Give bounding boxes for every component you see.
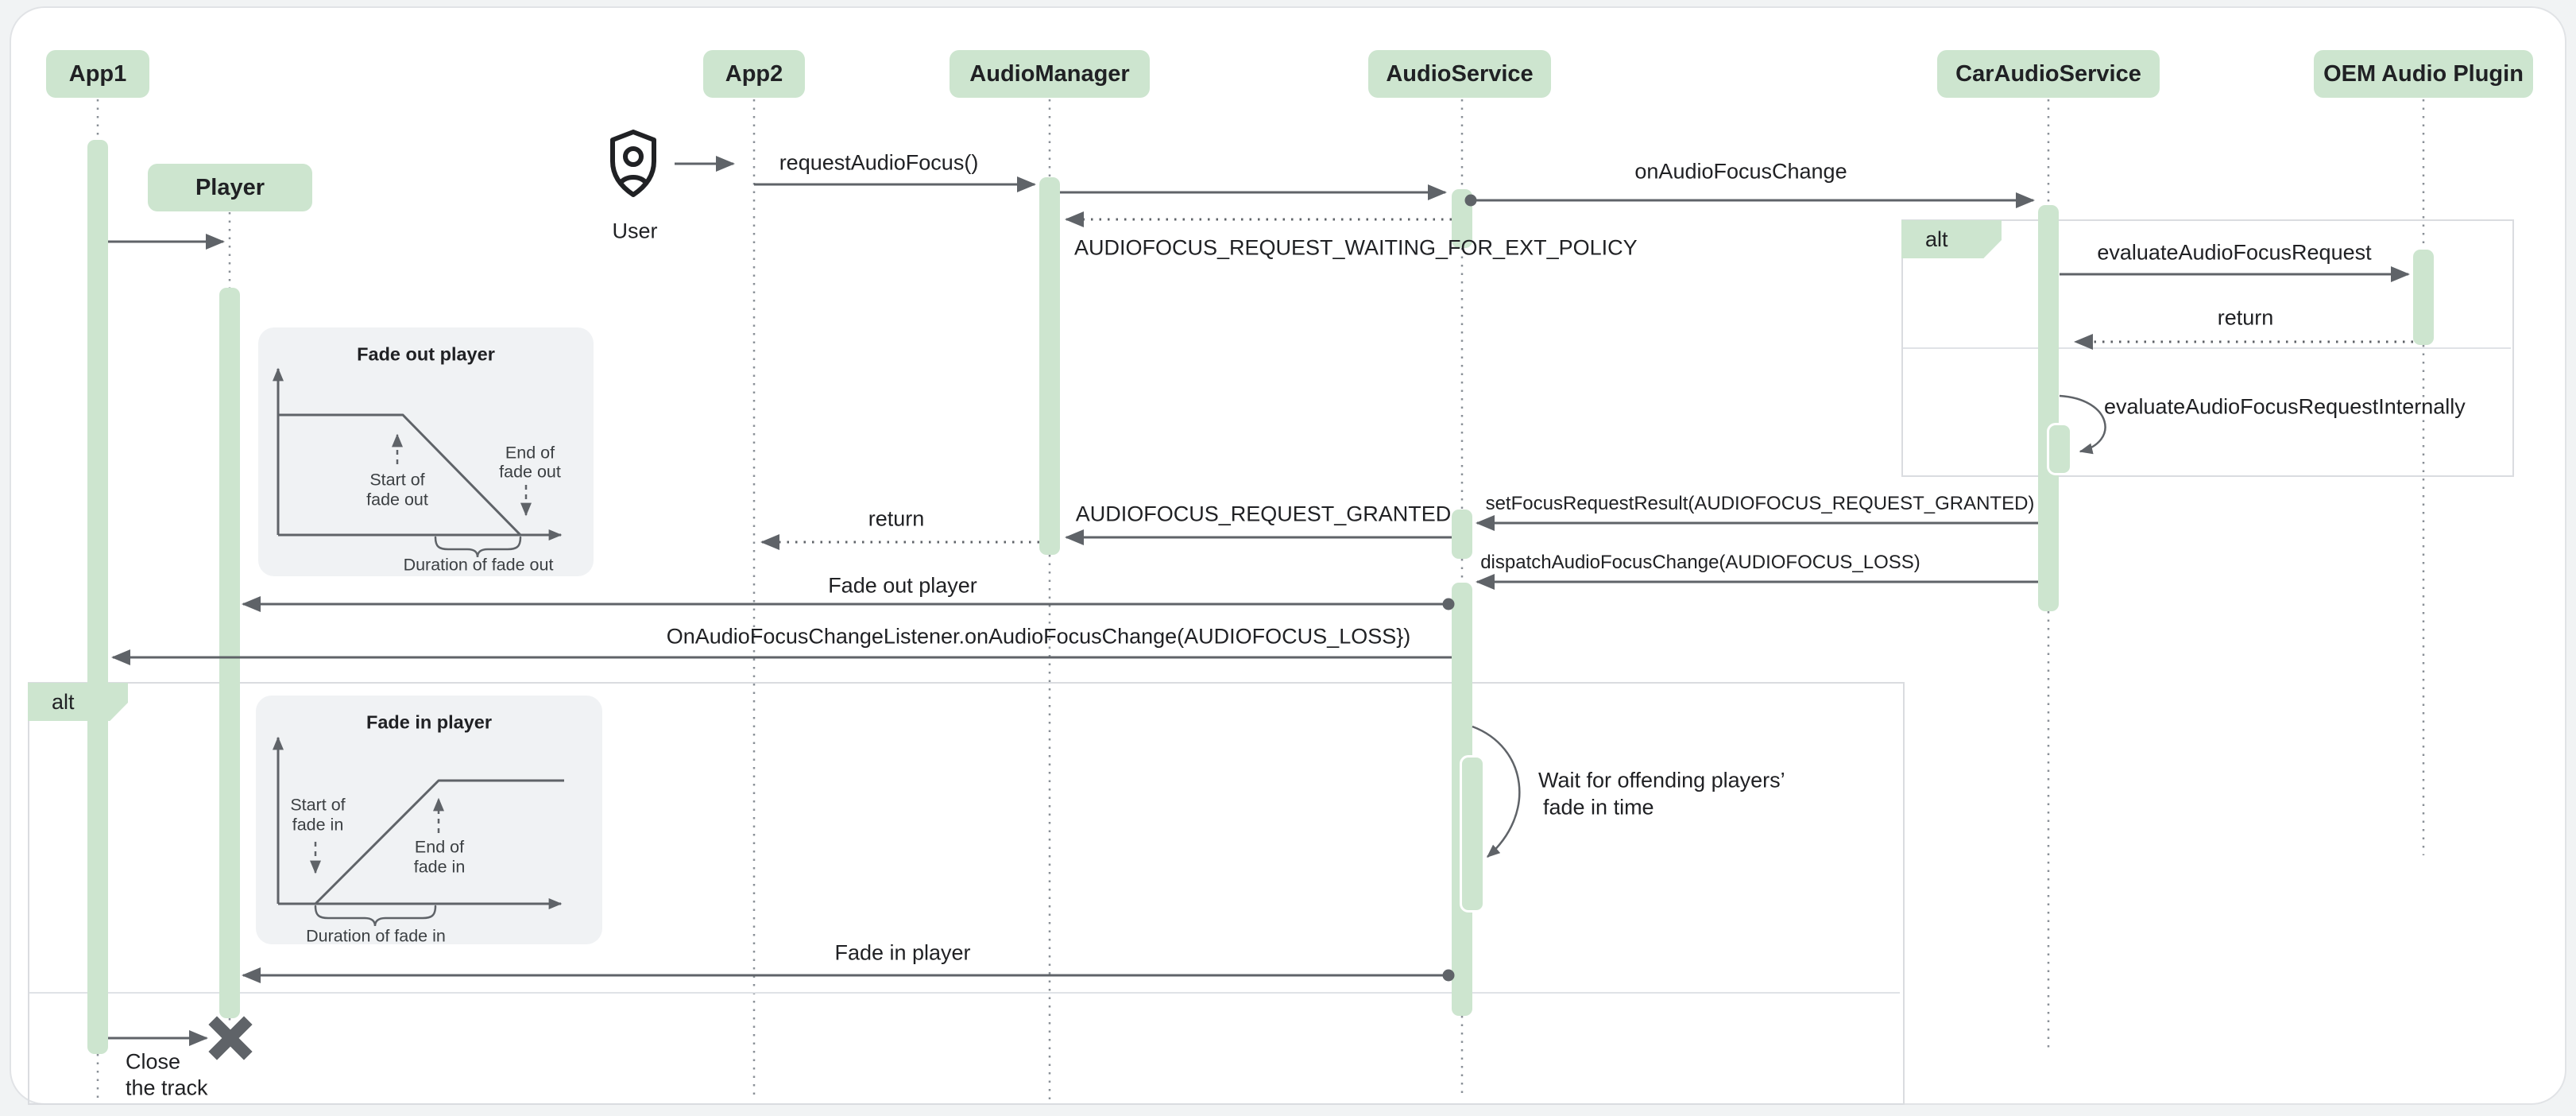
participant-audioservice: AudioService: [1368, 50, 1551, 98]
fade-in-title: Fade in player: [366, 711, 493, 733]
fade-out-duration-label: Duration of fade out: [403, 555, 554, 575]
note-wait-line2: fade in time: [1543, 795, 1654, 820]
message-label-on-audio-focus-change: onAudioFocusChange: [1634, 159, 1847, 184]
message-label-return-oem: return: [2217, 305, 2274, 330]
fade-out-title: Fade out player: [357, 343, 495, 365]
alt-fragment-bottom: [28, 682, 1905, 1105]
fade-out-end-line2: fade out: [499, 462, 561, 482]
note-wait-line1: Wait for offending players’: [1538, 768, 1785, 792]
message-label-fade-out-player: Fade out player: [828, 573, 977, 598]
alt-fragment-top-label: alt: [1901, 220, 2002, 258]
participant-label: OEM Audio Plugin: [2323, 60, 2524, 87]
user-label: User: [612, 219, 658, 243]
alt-fragment-top: [1901, 219, 2514, 477]
message-label-focus-change-listener: OnAudioFocusChangeListener.onAudioFocusC…: [666, 624, 1411, 649]
activation-caraudioservice-internal: [2047, 423, 2072, 475]
participant-label: AudioManager: [969, 60, 1130, 87]
activation-app1: [87, 140, 108, 1054]
participant-caraudioservice: CarAudioService: [1937, 50, 2160, 98]
activation-audiomanager: [1039, 177, 1060, 555]
activation-player: [219, 288, 240, 1018]
participant-label: Player: [195, 174, 265, 200]
fade-in-end-line1: End of: [414, 837, 465, 857]
activation-audioservice-wait: [1460, 755, 1485, 913]
alt-label: alt: [52, 689, 75, 714]
message-label-evaluate-internally: evaluateAudioFocusRequestInternally: [2104, 394, 2466, 419]
alt-fragment-bottom-divider: [29, 992, 1900, 994]
message-label-dispatch-change: dispatchAudioFocusChange(AUDIOFOCUS_LOSS…: [1480, 552, 1920, 573]
fade-in-start-line2: fade in: [292, 815, 344, 835]
message-label-request-granted: AUDIOFOCUS_REQUEST_GRANTED: [1075, 502, 1452, 526]
alt-label: alt: [1925, 227, 1948, 251]
fade-out-end-line1: End of: [505, 443, 555, 463]
fade-in-end-line2: fade in: [413, 857, 466, 877]
message-label-close-line1: Close: [126, 1049, 181, 1074]
participant-player: Player: [148, 164, 312, 211]
activation-caraudioservice: [2038, 205, 2059, 611]
participant-label: App2: [725, 60, 783, 87]
message-label-waiting-ext-policy: AUDIOFOCUS_REQUEST_WAITING_FOR_EXT_POLIC…: [1074, 235, 1638, 260]
alt-fragment-top-divider: [1903, 347, 2511, 349]
participant-audiomanager: AudioManager: [950, 50, 1150, 98]
message-label-close-line2: the track: [126, 1075, 208, 1100]
activation-oem: [2413, 250, 2434, 345]
fade-out-start-line1: Start of: [369, 470, 425, 490]
participant-label: App1: [68, 60, 127, 87]
participant-oem-plugin: OEM Audio Plugin: [2314, 50, 2533, 98]
fade-in-start-line1: Start of: [290, 795, 346, 815]
message-label-fade-in-player: Fade in player: [834, 940, 971, 965]
fade-in-duration-label: Duration of fade in: [306, 926, 446, 946]
participant-label: AudioService: [1386, 60, 1534, 87]
fade-out-start-line2: fade out: [366, 490, 428, 510]
message-label-set-focus-result: setFocusRequestResult(AUDIOFOCUS_REQUEST…: [1485, 493, 2035, 514]
user-shield-icon: [610, 130, 656, 197]
participant-app2: App2: [703, 50, 805, 98]
participant-app1: App1: [46, 50, 149, 98]
message-label-request-audio-focus: requestAudioFocus(): [779, 150, 979, 175]
participant-label: CarAudioService: [1955, 60, 2141, 87]
alt-fragment-bottom-label: alt: [28, 683, 128, 721]
activation-audioservice-2: [1452, 510, 1472, 559]
message-label-evaluate-request: evaluateAudioFocusRequest: [2097, 240, 2372, 265]
message-label-return-app2: return: [868, 506, 925, 531]
